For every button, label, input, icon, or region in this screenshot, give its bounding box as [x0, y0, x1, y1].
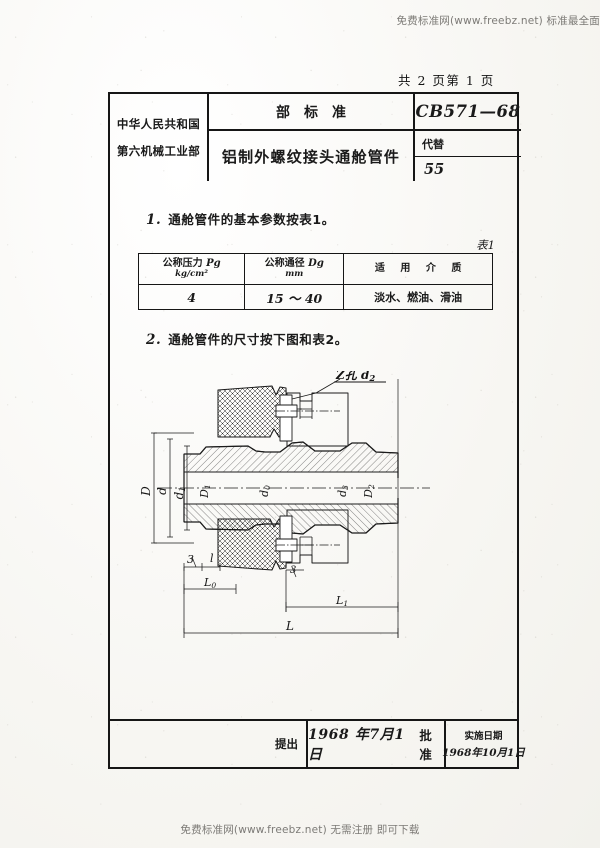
replaces-value-cell: 55 [415, 157, 521, 181]
page-title: 铝制外螺纹接头通舱管件 [221, 147, 401, 166]
standard-code-cell: CB571—68 [415, 94, 521, 131]
watermark-top: 免费标准网(www.freebz.net) 标准最全面 [396, 15, 600, 27]
standard-type-label: 部标准 [276, 104, 360, 121]
cell-nominal-diameter: 15 ～ 40 [244, 284, 345, 310]
bottom-dimension-lines [183, 379, 399, 638]
column-header-medium: 适 用 介 质 [343, 253, 493, 285]
replaces-label: 代替 [422, 137, 444, 151]
effective-date-value: 1968年10月1日 [442, 747, 525, 759]
clause-2-text: 通舱管件的尺寸按下图和表2。 [168, 332, 348, 347]
axis-label-D2: D2 [362, 484, 376, 499]
clause-2-number: 2. [146, 332, 162, 348]
standard-header-block: 中华人民共和国 第六机械工业部 部标准 铝制外螺纹接头通舱管件 CB571—68… [110, 94, 521, 181]
dimension-label-small-3: 3 [290, 565, 296, 576]
dimension-label-L: L [285, 619, 294, 633]
organization-line-2: 第六机械工业部 [116, 144, 201, 158]
callout-leader [291, 378, 341, 400]
table-header-row: 公称压力 Pg kg/cm² 公称通径 Dg mm 适 用 介 质 [137, 253, 493, 285]
organization-line-1: 中华人民共和国 [116, 117, 201, 131]
col-1-unit: kg/cm² [175, 268, 209, 279]
replaces-value: 55 [424, 160, 445, 178]
proposed-label: 提出 [275, 737, 298, 751]
effective-date-cell: 实施日期 1968年10月1日 [442, 721, 525, 767]
axis-label-d3: d3 [336, 485, 350, 497]
cell-nominal-pressure: 4 [137, 284, 246, 310]
col-1-zh: 公称压力 [162, 258, 203, 270]
page-indicator: 共 2 页第 1 页 [398, 73, 495, 88]
standard-type-cell: 部标准 [209, 94, 415, 131]
technical-drawing: Z孔 d2 D d d1 D1 d0 d3 D2 3 l L0 3 L1 [140, 371, 500, 661]
column-header-nominal-diameter: 公称通径 Dg mm [244, 253, 345, 285]
approval-cell: 1968 年7月1日 批准 [308, 721, 446, 767]
dimension-label-L0: L0 [203, 576, 216, 590]
col-2-symbol: Dg [308, 258, 324, 270]
dimension-label-L1: L1 [335, 594, 348, 608]
upper-nut-outline [286, 392, 349, 447]
axis-label-d0: d0 [258, 485, 272, 497]
clause-1: 1. 通舱管件的基本参数按表1。 [146, 209, 335, 228]
callout-label-z-holes: Z孔 d2 [335, 371, 375, 384]
stud-nut-upper [275, 404, 298, 418]
document-frame: 中华人民共和国 第六机械工业部 部标准 铝制外螺纹接头通舱管件 CB571—68… [108, 92, 525, 769]
bulkhead-fitting-cross-section: Z孔 d2 D d d1 D1 d0 d3 D2 3 l L0 3 L1 [140, 371, 430, 638]
col-1-symbol: Pg [206, 258, 221, 270]
left-dimension-lines [151, 432, 194, 544]
axis-label-D1: D1 [198, 484, 212, 499]
column-header-nominal-pressure: 公称压力 Pg kg/cm² [137, 253, 246, 285]
effective-date-label: 实施日期 [464, 731, 503, 742]
issuing-organization: 中华人民共和国 第六机械工业部 [110, 94, 209, 181]
cell-medium: 淡水、燃油、滑油 [343, 284, 493, 310]
dimension-label-d1: d1 [172, 487, 187, 500]
col-2-zh: 公称通径 [264, 258, 305, 270]
approval-label: 批准 [419, 728, 433, 762]
dimension-label-l: l [210, 552, 214, 565]
stud-upper [279, 394, 293, 442]
approval-date: 1968 年7月1日 [308, 727, 405, 763]
watermark-bottom: 免费标准网(www.freebz.net) 无需注册 即可下载 [180, 824, 420, 836]
approval-footer: 提出 1968 年7月1日 批准 实施日期 1968年10月1日 [110, 719, 525, 767]
document-body: 1. 通舱管件的基本参数按表1。 表1 公称压力 Pg kg/cm² 公称通径 D… [110, 181, 517, 723]
table-1-caption: 表1 [476, 238, 495, 252]
dimension-label-d: d [155, 487, 169, 495]
clause-1-text: 通舱管件的基本参数按表1。 [168, 212, 335, 227]
pipe-wall-hatch-upper [183, 441, 399, 473]
stud-nut-lower [275, 538, 298, 552]
clause-1-number: 1. [146, 212, 162, 228]
replaces-label-cell: 代替 [415, 131, 521, 157]
dimension-label-3: 3 [187, 553, 194, 566]
standard-code: CB571—68 [415, 102, 521, 121]
standard-title-cell: 铝制外螺纹接头通舱管件 [209, 131, 415, 181]
table-row: 4 15 ～ 40 淡水、燃油、滑油 [137, 284, 493, 310]
clause-2: 2. 通舱管件的尺寸按下图和表2。 [146, 329, 348, 348]
col-2-unit: mm [285, 268, 304, 279]
parameters-table: 公称压力 Pg kg/cm² 公称通径 Dg mm 适 用 介 质 [137, 253, 493, 310]
col-3-zh: 适 用 介 质 [374, 262, 468, 274]
dimension-label-D: D [140, 486, 153, 497]
proposed-by-cell: 提出 [110, 721, 308, 767]
